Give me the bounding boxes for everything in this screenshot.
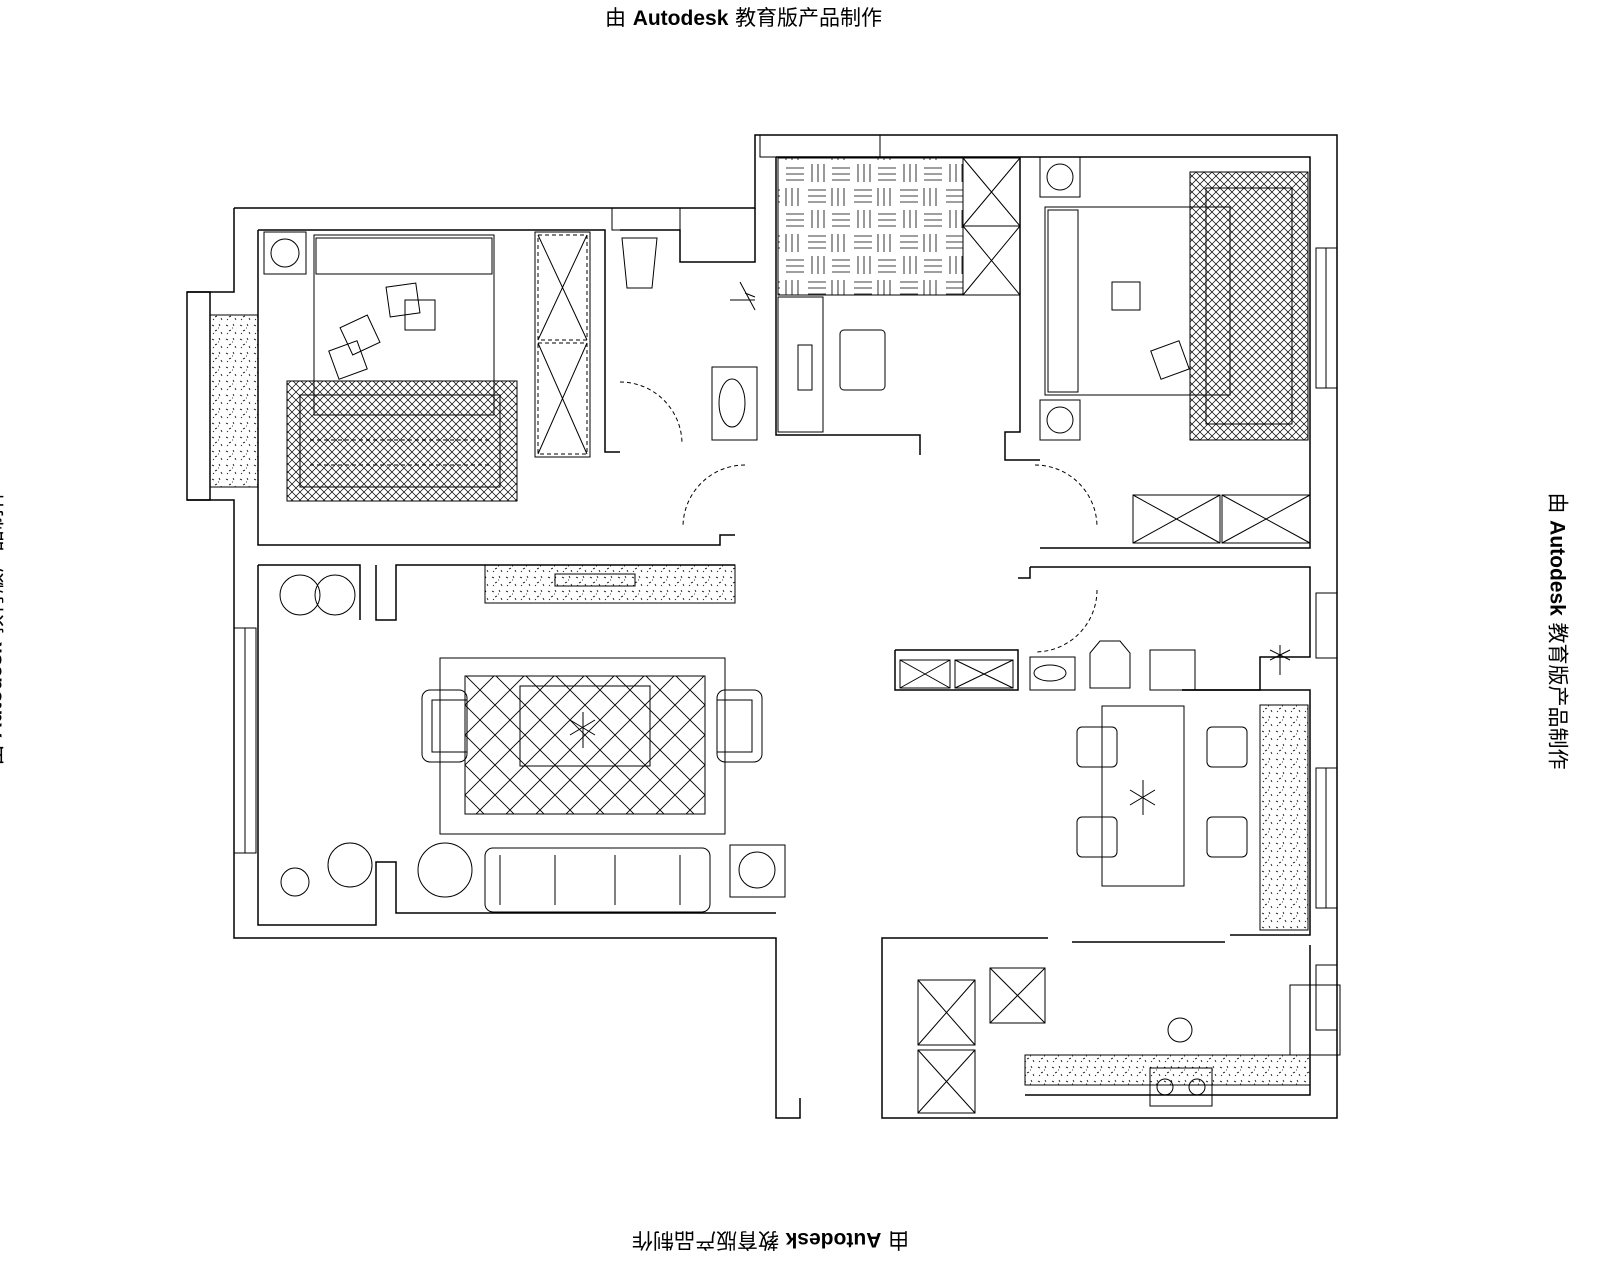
bedroom-right — [1034, 156, 1311, 653]
study — [777, 157, 1021, 433]
bedroom-left — [209, 231, 591, 502]
watermark-suffix: 教育版产品制作 — [735, 6, 883, 30]
dining-area — [1076, 704, 1309, 931]
watermark-prefix: 由 — [605, 6, 626, 30]
outer-walls — [186, 134, 1338, 1119]
bathroom-right — [899, 640, 1291, 691]
watermark-top: 由 Autodesk 教育版产品制作 — [605, 2, 882, 32]
living-room — [279, 564, 786, 913]
bathroom-top — [619, 237, 758, 528]
watermark-brand: Autodesk — [632, 7, 729, 30]
kitchen — [917, 967, 1341, 1114]
